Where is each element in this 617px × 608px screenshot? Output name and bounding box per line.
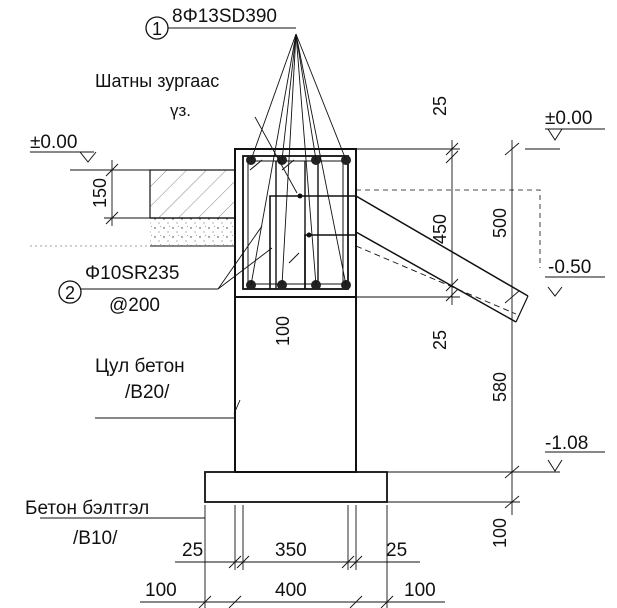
prep-concrete-label: Бетон бэлтгэл bbox=[25, 498, 149, 519]
horizontal-dimensions bbox=[30, 245, 445, 608]
prep-concrete-body bbox=[204, 471, 388, 503]
rebar-stirrup-spacing: @200 bbox=[109, 295, 160, 316]
dim-width-inner: 350 bbox=[275, 540, 307, 561]
dim-prep-height: 100 bbox=[490, 518, 510, 548]
callout-label-2: 2 bbox=[65, 283, 75, 303]
rebar-main-label: 8Φ13SD390 bbox=[172, 6, 277, 27]
stirrups bbox=[242, 155, 356, 290]
dim-width-right-cover: 25 bbox=[386, 540, 407, 561]
floor-slab bbox=[149, 169, 236, 247]
plinth-concrete-label: Цул бетон bbox=[95, 356, 185, 377]
dim-width-left-offset: 100 bbox=[145, 580, 177, 601]
dim-slab: 150 bbox=[90, 178, 110, 208]
dim-width-right-offset: 100 bbox=[404, 580, 436, 601]
level-top-right: ±0.00 bbox=[545, 108, 592, 129]
dim-cover-bottom: 25 bbox=[430, 330, 450, 350]
stair-slab bbox=[355, 189, 541, 323]
dim-cover-top: 25 bbox=[430, 96, 450, 116]
callout-circle-2 bbox=[58, 280, 82, 304]
level-step: -0.50 bbox=[548, 257, 591, 278]
dim-beam-total: 500 bbox=[490, 208, 510, 238]
dim-width-left-cover: 25 bbox=[182, 540, 203, 561]
stirrup-leaders bbox=[80, 116, 298, 415]
level-top-left: ±0.00 bbox=[30, 132, 77, 153]
dim-plinth-height: 580 bbox=[490, 372, 510, 402]
dim-beam-inner: 450 bbox=[430, 214, 450, 244]
callout-circle-1 bbox=[145, 16, 169, 40]
prep-concrete-class: /B10/ bbox=[73, 528, 118, 549]
stirrup-caption-1: Шатны зургаас bbox=[95, 71, 219, 91]
dim-inner-100: 100 bbox=[273, 316, 293, 346]
stirrup-caption-2: үз. bbox=[170, 101, 191, 120]
plinth-body bbox=[234, 296, 357, 473]
plinth-concrete-class: /B20/ bbox=[125, 382, 170, 403]
rebar-leaders bbox=[168, 27, 347, 286]
rebar-stirrup-label: Φ10SR235 bbox=[85, 263, 179, 284]
level-bottom: -1.08 bbox=[545, 433, 588, 454]
dimension-lines bbox=[104, 140, 520, 515]
dim-width-total: 400 bbox=[275, 580, 307, 601]
callout-label-1: 1 bbox=[152, 19, 162, 39]
